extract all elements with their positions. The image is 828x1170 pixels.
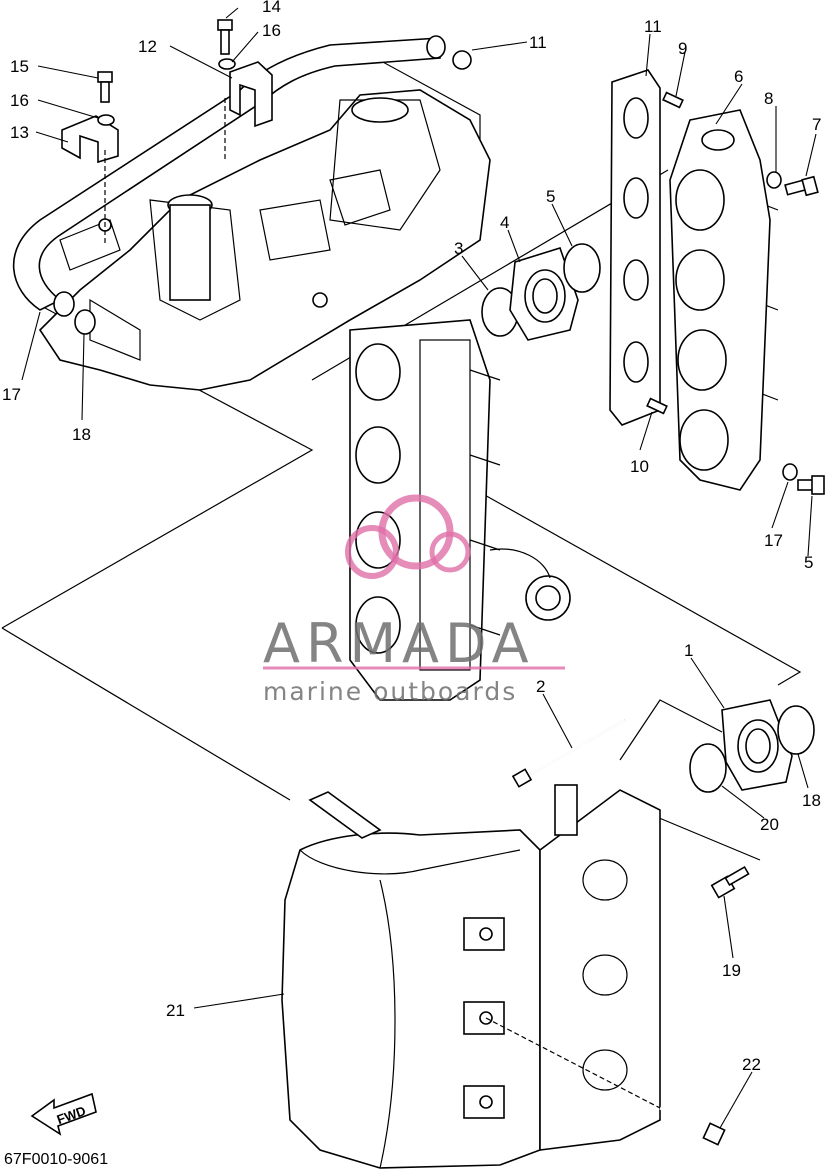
callout-9: 7	[812, 115, 821, 134]
leader-lines	[21, 7, 817, 1129]
callout-7: 5	[804, 553, 813, 572]
callout-11-top: 9	[678, 39, 687, 58]
breather-hose	[12, 35, 446, 317]
callout-18-left: 16	[10, 91, 29, 110]
carburetor-assembly	[349, 319, 571, 701]
bolt-17	[97, 19, 233, 103]
callout-16-top: 12	[138, 37, 157, 56]
throttle-adapter-1	[721, 699, 793, 791]
callout-1: 1	[684, 641, 693, 660]
washer-10	[766, 171, 782, 189]
washer-18	[97, 58, 236, 126]
callout-17-left: 15	[10, 57, 29, 76]
callout-15: 11	[529, 33, 547, 52]
gasket-5-upper	[563, 243, 601, 293]
watermark-logo-icon	[345, 494, 471, 579]
watermark-brand: ARMADA	[263, 612, 535, 675]
watermark: ARMADA marine outboards	[263, 494, 565, 706]
callout-19: 21	[166, 1001, 185, 1020]
callout-10: 8	[764, 89, 773, 108]
bolt-20	[710, 865, 750, 899]
callout-14: 18	[72, 425, 91, 444]
bolt-22	[659, 1106, 726, 1146]
watermark-tagline: marine outboards	[263, 677, 517, 706]
dowel-pin-11	[646, 91, 684, 415]
long-bolt-2	[511, 719, 626, 788]
gasket-5-lower	[777, 705, 815, 755]
engine-block	[38, 89, 491, 391]
bolt-7	[797, 475, 825, 495]
callout-labels: 14 16 12 11 11 9 6 8 7 15 16 13 5 4 3 17…	[2, 0, 821, 1074]
gasket-21	[689, 743, 727, 793]
gasket-12	[609, 69, 661, 426]
callout-12: 11	[644, 17, 662, 36]
callout-8: 17	[764, 531, 783, 550]
callout-3: 3	[454, 239, 463, 258]
callout-2: 2	[536, 677, 545, 696]
callout-17-top: 14	[262, 0, 281, 16]
hose-clamp-14	[74, 309, 96, 335]
callout-5-bottom: 18	[802, 791, 821, 810]
callout-20: 19	[722, 961, 741, 980]
callout-6: 6	[734, 67, 743, 86]
callout-13: 17	[2, 385, 21, 404]
diagram-code: 67F0010-9061	[4, 1151, 108, 1168]
throttle-adapter-4	[509, 247, 579, 341]
hose-clip-15	[452, 50, 472, 70]
callout-22: 22	[742, 1055, 761, 1074]
washer-8	[782, 463, 798, 481]
hose-clamp-16	[61, 61, 273, 164]
intake-manifold-6	[669, 109, 771, 491]
callout-21: 20	[760, 815, 779, 834]
callout-11-bottom: 10	[630, 457, 649, 476]
callout-4: 4	[500, 213, 509, 232]
bolt-9	[784, 175, 819, 197]
fwd-arrow-icon: FWD	[30, 1092, 97, 1136]
callout-18-top: 16	[262, 21, 281, 40]
callout-5-top: 5	[546, 187, 555, 206]
callout-16-left: 13	[10, 123, 29, 142]
intake-silencer-19	[281, 784, 661, 1169]
